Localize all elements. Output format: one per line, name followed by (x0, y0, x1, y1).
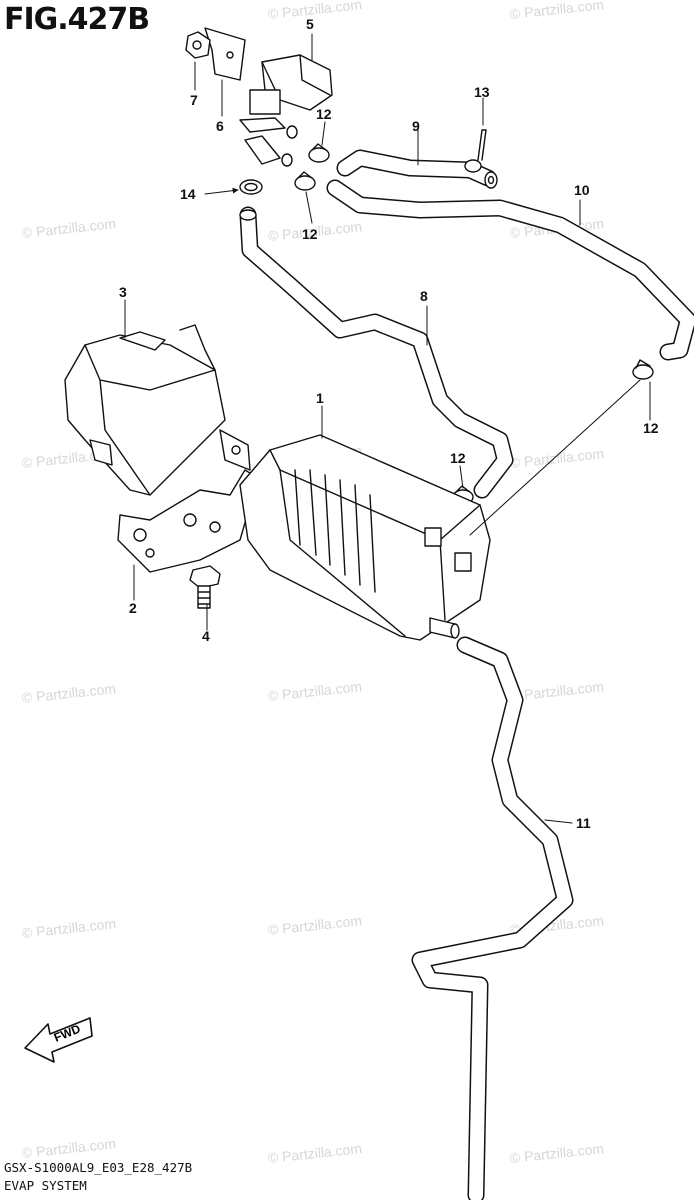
clamp-13 (464, 129, 487, 173)
cover-3 (64, 324, 226, 496)
callout-4: 4 (202, 628, 210, 644)
callout-13: 13 (474, 84, 490, 100)
callout-5: 5 (306, 16, 314, 32)
leader-lines (124, 33, 651, 824)
model-code: GSX-S1000AL9_E03_E28_427B (4, 1160, 193, 1175)
callout-3: 3 (119, 284, 127, 300)
purge-valve-5 (239, 54, 333, 167)
nut-7 (185, 31, 211, 59)
hose-9 (336, 149, 498, 189)
section-name: EVAP SYSTEM (4, 1178, 87, 1193)
callout-11: 11 (576, 815, 591, 831)
callout-7: 7 (190, 92, 198, 108)
clamp-12-right (632, 359, 654, 380)
callout-6: 6 (216, 118, 224, 134)
callout-10: 10 (574, 182, 590, 198)
callout-12: 12 (316, 106, 332, 122)
callout-9: 9 (412, 118, 420, 134)
bracket-6 (204, 27, 246, 81)
clamp-12-upper-a (308, 143, 330, 163)
callout-12: 12 (450, 450, 466, 466)
hose-8 (239, 206, 514, 499)
canister-1 (239, 434, 491, 641)
callout-8: 8 (420, 288, 428, 304)
callout-12: 12 (643, 420, 659, 436)
callout-1: 1 (316, 390, 324, 406)
callout-14: 14 (180, 186, 196, 202)
callout-2: 2 (129, 600, 137, 616)
figure-title: FIG.427B (4, 2, 150, 37)
hose-11 (411, 636, 574, 1200)
bolt-4 (189, 565, 221, 609)
clamp-14 (239, 179, 263, 195)
clamp-12-upper-b (294, 171, 316, 191)
hose-10 (326, 179, 694, 361)
bracket-2 (117, 429, 259, 573)
fwd-arrow-icon (24, 1017, 93, 1063)
callout-12: 12 (302, 226, 318, 242)
